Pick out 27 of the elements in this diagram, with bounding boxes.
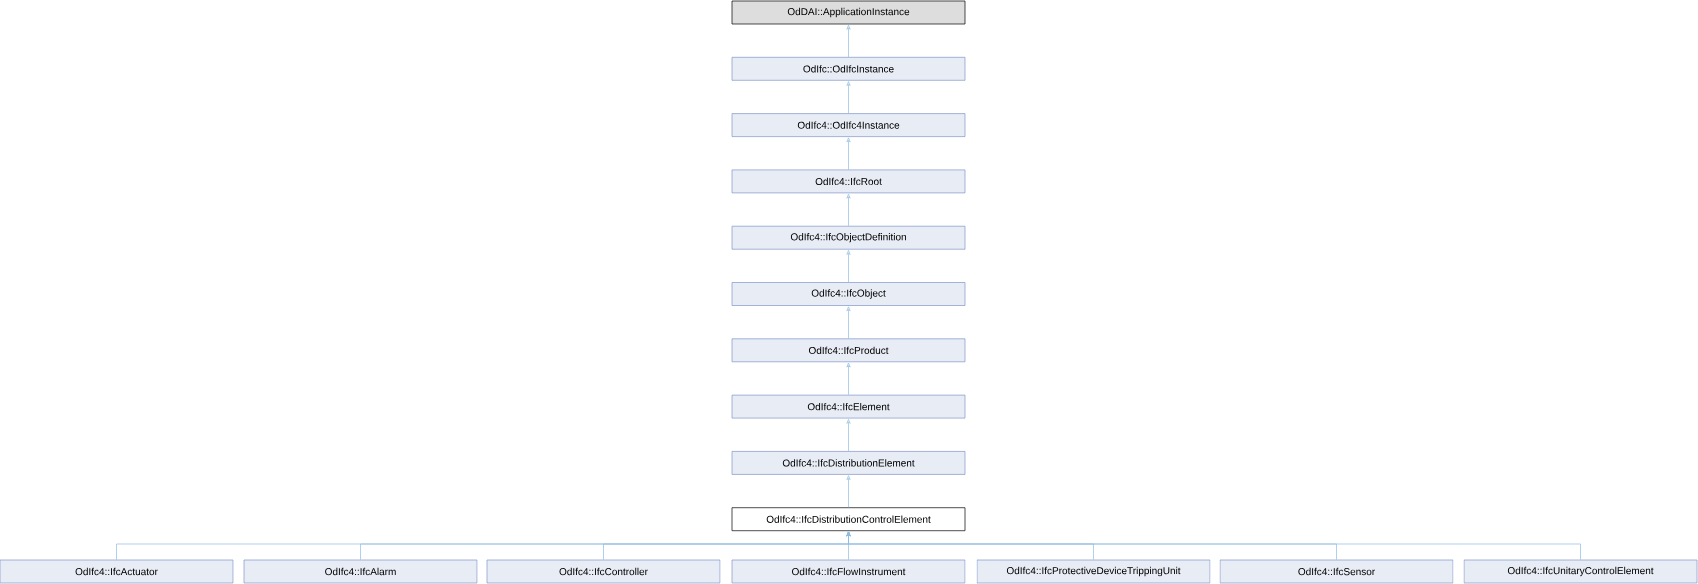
class-box: OdIfc4::IfcFlowInstrument (731, 559, 966, 584)
inheritance-arrow (846, 193, 851, 227)
inheritance-arrow (846, 306, 851, 339)
class-box: OdIfc4::IfcRoot (731, 169, 966, 194)
class-box: OdIfc::OdIfcInstance (731, 56, 966, 81)
inheritance-arrow (846, 24, 851, 58)
inheritance-arrow (846, 250, 851, 283)
class-box: OdIfc4::IfcObject (731, 282, 966, 306)
class-box: OdIfc4::IfcProduct (731, 338, 966, 363)
class-box: OdIfc4::IfcObjectDefinition (731, 225, 966, 250)
inheritance-arrow (846, 419, 851, 452)
class-box: OdIfc4::IfcElement (731, 394, 966, 419)
class-box: OdDAI::ApplicationInstance (731, 0, 966, 25)
class-box: OdIfc4::IfcActuator (0, 559, 234, 584)
class-box: OdIfc4::IfcUnitaryControlElement (1463, 559, 1698, 584)
inheritance-arrow (846, 531, 1581, 560)
class-box: OdIfc4::IfcDistributionControlElement (731, 507, 966, 532)
inheritance-arrow (846, 362, 851, 396)
inheritance-arrow (846, 475, 851, 508)
class-box: OdIfc4::IfcProtectiveDeviceTrippingUnit (976, 559, 1211, 584)
inheritance-arrow (846, 81, 851, 114)
class-box: OdIfc4::OdIfc4Instance (731, 113, 966, 137)
class-box: OdIfc4::IfcAlarm (243, 559, 478, 584)
class-box: OdIfc4::IfcController (486, 559, 721, 584)
inheritance-arrow (846, 137, 851, 170)
class-box: OdIfc4::IfcSensor (1219, 559, 1454, 584)
class-box: OdIfc4::IfcDistributionElement (731, 451, 966, 475)
